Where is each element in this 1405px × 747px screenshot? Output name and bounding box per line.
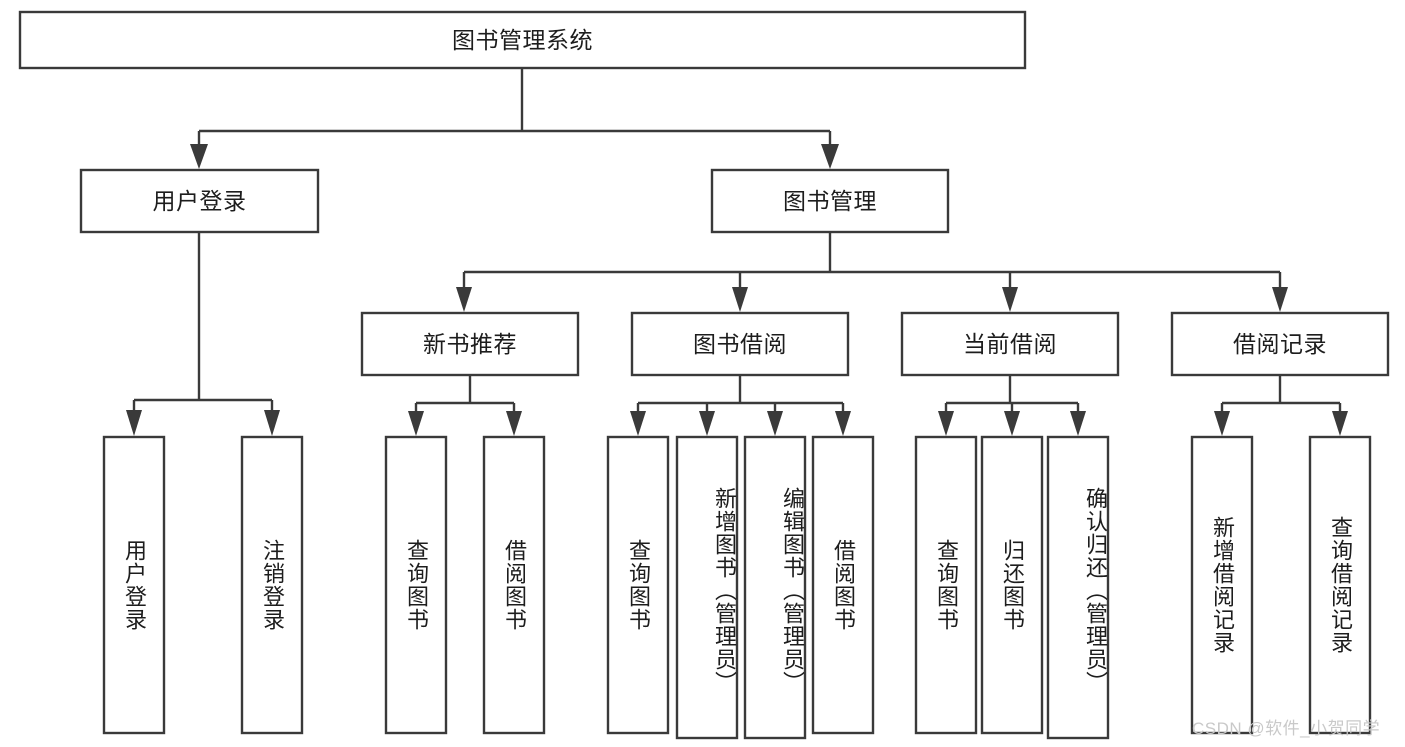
arrow-icon-leaf-user-login: [126, 410, 142, 436]
node-box-leaf-return-book[interactable]: [980, 435, 1044, 735]
node-box-book-management[interactable]: [710, 168, 950, 234]
connector-new-book-recommend-to-leaves: [408, 375, 522, 436]
arrow-icon-leaf-logout: [264, 410, 280, 436]
node-box-leaf-confirm-return-admin[interactable]: [1046, 435, 1110, 740]
node-box-leaf-logout-login[interactable]: [240, 435, 304, 735]
arrow-icon-add-borrow-record: [1214, 411, 1230, 436]
node-box-borrow-record[interactable]: [1170, 311, 1390, 377]
arrow-icon-current-borrow: [1002, 287, 1018, 312]
node-box-leaf-borrow-book-recommend[interactable]: [482, 435, 546, 735]
csdn-watermark: CSDN @软件_小贺同学: [1192, 719, 1381, 738]
node-box-leaf-add-book-admin[interactable]: [675, 435, 739, 740]
arrow-icon-query-borrow-record: [1332, 411, 1348, 436]
arrow-icon-borrow-book: [835, 411, 851, 436]
arrow-icon-edit-book-admin: [767, 411, 783, 436]
arrow-icon-book-borrow: [732, 287, 748, 312]
arrow-icon-add-book-admin: [699, 411, 715, 436]
arrow-icon-confirm-return-admin: [1070, 411, 1086, 436]
connector-root-to-level1: [190, 68, 839, 169]
connector-borrow-record-to-leaves: [1214, 375, 1348, 436]
node-box-root[interactable]: [18, 10, 1027, 70]
node-box-leaf-borrow-book[interactable]: [811, 435, 875, 735]
node-box-leaf-query-borrow-record[interactable]: [1308, 435, 1372, 735]
connector-book-management-to-level2: [456, 232, 1288, 312]
node-box-user-login[interactable]: [79, 168, 320, 234]
arrow-icon-query-book-borrow: [630, 411, 646, 436]
node-box-leaf-query-book-recommend[interactable]: [384, 435, 448, 735]
arrow-icon-user-login: [190, 144, 208, 169]
connector-user-login-to-leaves: [126, 232, 280, 436]
node-box-new-book-recommend[interactable]: [360, 311, 580, 377]
arrow-icon-query-book-recommend: [408, 411, 424, 436]
connector-current-borrow-to-leaves: [938, 375, 1086, 436]
arrow-icon-borrow-record: [1272, 287, 1288, 312]
arrow-icon-new-book-recommend: [456, 287, 472, 312]
arrow-icon-book-management: [821, 144, 839, 169]
node-box-book-borrow[interactable]: [630, 311, 850, 377]
node-box-leaf-add-borrow-record[interactable]: [1190, 435, 1254, 735]
arrow-icon-return-book: [1004, 411, 1020, 436]
node-box-current-borrow[interactable]: [900, 311, 1120, 377]
node-box-leaf-user-login[interactable]: [102, 435, 166, 735]
node-box-leaf-query-book-current[interactable]: [914, 435, 978, 735]
arrow-icon-query-book-current: [938, 411, 954, 436]
connector-book-borrow-to-leaves: [630, 375, 851, 436]
node-box-leaf-edit-book-admin[interactable]: [743, 435, 807, 740]
node-box-leaf-query-book-borrow[interactable]: [606, 435, 670, 735]
arrow-icon-borrow-book-recommend: [506, 411, 522, 436]
